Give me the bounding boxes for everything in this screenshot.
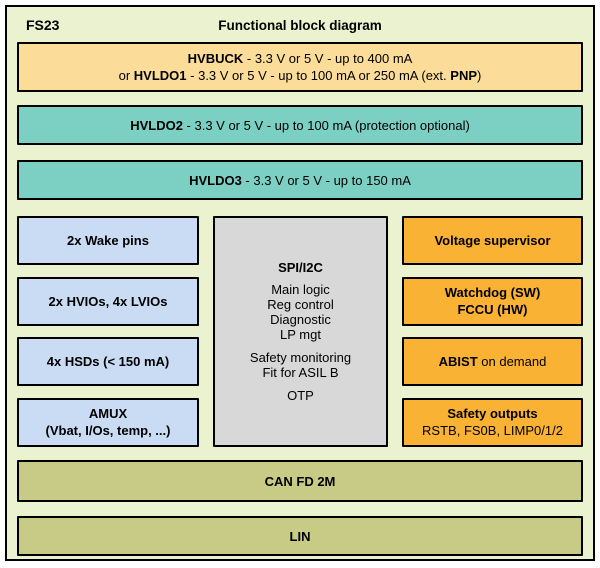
main-logic-label: Main logic: [271, 282, 330, 297]
reg-control-label: Reg control: [267, 297, 334, 312]
diagram-header: FS23 Functional block diagram: [17, 7, 583, 42]
hvldo1-spec-end: ): [477, 68, 482, 83]
diagram-frame: FS23 Functional block diagram HVBUCK - 3…: [5, 5, 595, 561]
middle-section: 2x Wake pins 2x HVIOs, 4x LVIOs 4x HSDs …: [17, 216, 583, 447]
hvbuck-line2: or HVLDO1 - 3.3 V or 5 V - up to 100 mA …: [119, 67, 482, 84]
block-watchdog-fccu: Watchdog (SW) FCCU (HW): [402, 276, 583, 326]
abist-line: ABIST on demand: [439, 353, 547, 370]
diagnostic-label: Diagnostic: [270, 312, 331, 327]
abist-mode: on demand: [477, 354, 547, 370]
block-hsds: 4x HSDs (< 150 mA): [17, 337, 199, 387]
hvbuck-spec: - 3.3 V or 5 V - up to 400 mA: [243, 51, 413, 66]
hvldo2-line: HVLDO2 - 3.3 V or 5 V - up to 100 mA (pr…: [130, 117, 470, 134]
hvldo3-line: HVLDO3 - 3.3 V or 5 V - up to 150 mA: [189, 172, 411, 189]
block-hvios-lvios: 2x HVIOs, 4x LVIOs: [17, 276, 199, 326]
hvbuck-label: HVBUCK: [187, 51, 244, 66]
lp-mgt-label: LP mgt: [280, 327, 321, 342]
safety-column: Voltage supervisor Watchdog (SW) FCCU (H…: [402, 216, 583, 447]
hvldo3-label: HVLDO3: [189, 172, 242, 188]
block-amux: AMUX (Vbat, I/Os, temp, ...): [17, 397, 199, 447]
hvldo1-spec: - 3.3 V or 5 V - up to 100 mA or 250 mA …: [186, 68, 451, 83]
io-column: 2x Wake pins 2x HVIOs, 4x LVIOs 4x HSDs …: [17, 216, 199, 447]
block-voltage-supervisor: Voltage supervisor: [402, 216, 583, 265]
wake-pins-label: 2x Wake pins: [67, 233, 149, 248]
hvldo1-prefix: or: [118, 68, 134, 83]
safety-outputs-label: Safety outputs: [447, 406, 538, 422]
abist-label: ABIST: [438, 354, 478, 370]
hvldo3-spec: - 3.3 V or 5 V - up to 150 mA: [241, 172, 411, 188]
pnp-label: PNP: [450, 68, 478, 83]
spi-i2c-label: SPI/I2C: [278, 260, 323, 275]
amux-sources: (Vbat, I/Os, temp, ...): [45, 423, 171, 439]
hvios-lvios-label: 2x HVIOs, 4x LVIOs: [48, 293, 168, 309]
block-wake-pins: 2x Wake pins: [17, 216, 199, 265]
hvldo1-label: HVLDO1: [133, 68, 187, 83]
hvldo2-spec: - 3.3 V or 5 V - up to 100 mA (protectio…: [182, 117, 470, 133]
block-safety-outputs: Safety outputs RSTB, FS0B, LIMP0/1/2: [402, 397, 583, 447]
core-logic-lines: Main logic Reg control Diagnostic LP mgt: [267, 282, 333, 342]
fccu-label: FCCU (HW): [457, 302, 528, 318]
block-hvldo2: HVLDO2 - 3.3 V or 5 V - up to 100 mA (pr…: [17, 105, 583, 145]
otp-label: OTP: [287, 388, 314, 403]
lin-label: LIN: [289, 528, 311, 544]
block-core-logic: SPI/I2C Main logic Reg control Diagnosti…: [213, 216, 388, 447]
can-fd-label: CAN FD 2M: [264, 473, 336, 489]
block-abist: ABIST on demand: [402, 337, 583, 387]
voltage-supervisor-label: Voltage supervisor: [434, 233, 551, 248]
amux-label: AMUX: [88, 406, 128, 422]
hsds-label: 4x HSDs (< 150 mA): [46, 354, 170, 370]
block-lin: LIN: [17, 516, 583, 556]
core-safety-lines: Safety monitoring Fit for ASIL B: [250, 350, 351, 380]
product-name: FS23: [26, 17, 60, 33]
safety-monitoring-label: Safety monitoring: [249, 350, 352, 365]
block-hvbuck-hvldo1: HVBUCK - 3.3 V or 5 V - up to 400 mA or …: [17, 42, 583, 92]
safety-outputs-pins: RSTB, FS0B, LIMP0/1/2: [422, 423, 563, 439]
diagram-title: Functional block diagram: [218, 18, 382, 33]
hvbuck-line1: HVBUCK - 3.3 V or 5 V - up to 400 mA: [188, 50, 413, 67]
asil-b-label: Fit for ASIL B: [262, 365, 339, 380]
watchdog-label: Watchdog (SW): [444, 285, 541, 301]
hvldo2-label: HVLDO2: [130, 117, 183, 133]
block-hvldo3: HVLDO3 - 3.3 V or 5 V - up to 150 mA: [17, 160, 583, 200]
block-can-fd: CAN FD 2M: [17, 460, 583, 502]
